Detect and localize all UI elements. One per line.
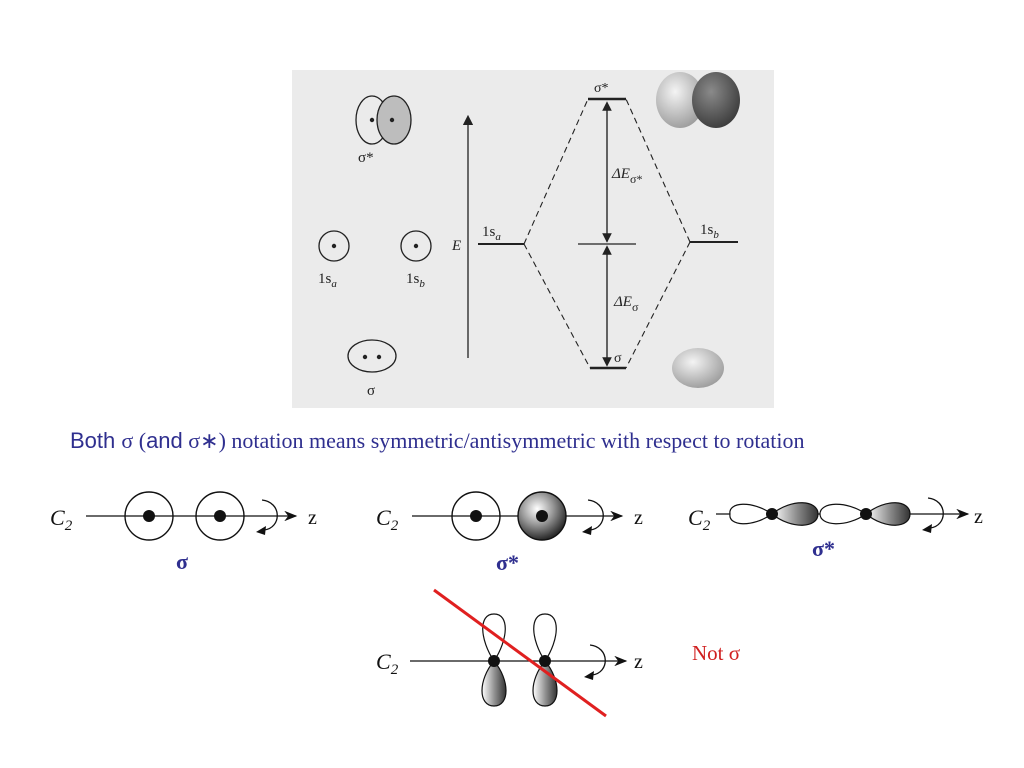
caption-and: and <box>146 428 183 453</box>
example3-lobe-4 <box>865 502 911 526</box>
sigma-star-orbital-picture <box>355 95 412 145</box>
svg-text:1sa: 1sa <box>318 271 337 290</box>
caption: Both σ (and σ∗) notation means symmetric… <box>70 428 1020 454</box>
example4-lobe-a-bottom <box>481 660 507 707</box>
example2-direction: z <box>634 507 643 529</box>
1sb-orbital-label: 1s <box>406 271 420 287</box>
example4-axis-label: C <box>376 649 391 674</box>
level-sigma-label: σ <box>614 351 622 366</box>
caption-part3: σ∗) notation means symmetric/antisymmetr… <box>182 428 805 453</box>
example1-direction: z <box>308 507 317 529</box>
svg-text:1sb: 1sb <box>700 222 719 241</box>
level-sigma-star-label: σ* <box>594 81 609 96</box>
example2-axis-subscript: 2 <box>391 518 399 534</box>
example2-orbital-a <box>451 491 501 541</box>
correlation-lines <box>523 98 691 369</box>
example4-lobe-a-top <box>482 613 506 663</box>
mo-diagram: E σ* 1sa 1sb σ <box>318 72 740 399</box>
example4-direction: z <box>634 651 643 673</box>
example1-label: σ <box>176 549 188 574</box>
example-not-sigma: C2 z Not σ <box>376 588 740 718</box>
level-1sa-subscript: a <box>495 231 501 243</box>
example1-axis-label: C <box>50 505 65 530</box>
caption-part1: Both <box>70 428 122 453</box>
example3-lobe-3 <box>819 503 868 525</box>
1sa-orbital-picture <box>318 230 350 262</box>
example4-label: Not σ <box>692 641 740 665</box>
example3-lobe-2 <box>771 502 819 526</box>
1sb-orbital-subscript: b <box>419 278 425 290</box>
1sa-orbital-label: 1s <box>318 271 332 287</box>
svg-text:C2: C2 <box>376 649 399 678</box>
svg-text:ΔEσ*: ΔEσ* <box>611 166 642 186</box>
sigma-3d-orbital <box>672 348 724 388</box>
example1-rotation-arrow <box>261 499 278 531</box>
example4-lobe-b-top <box>533 613 557 663</box>
example1-orbital-b <box>195 491 245 541</box>
example3-lobe-1 <box>729 503 774 525</box>
example3-rotation-arrow <box>927 497 944 529</box>
delta-sigma-label: ΔE <box>613 294 632 310</box>
delta-sigma-star-label: ΔE <box>611 166 630 182</box>
level-1sb-subscript: b <box>713 229 719 241</box>
strike-through-line <box>433 588 607 718</box>
delta-sigma-subscript: σ <box>632 300 639 314</box>
sigma-orbital-picture <box>347 339 397 373</box>
energy-axis-label: E <box>451 238 461 254</box>
example1-axis-subscript: 2 <box>65 518 73 534</box>
example3-axis-label: C <box>688 505 703 530</box>
svg-text:1sa: 1sa <box>482 224 501 243</box>
level-1sa-label: 1s <box>482 224 496 240</box>
example4-rotation-arrow <box>589 644 606 676</box>
example2-axis-label: C <box>376 505 391 530</box>
svg-text:1sb: 1sb <box>406 271 425 290</box>
example3-label: σ* <box>812 536 835 561</box>
delta-sigma-star-subscript: σ* <box>630 172 642 186</box>
mo-diagram-panel: E σ* 1sa 1sb σ <box>292 70 774 408</box>
1sb-orbital-picture <box>400 230 432 262</box>
caption-part2: ( <box>133 428 147 453</box>
svg-text:C2: C2 <box>688 505 711 534</box>
example4-axis-subscript: 2 <box>391 662 399 678</box>
caption-sigma: σ <box>121 428 134 453</box>
example2-label: σ* <box>496 550 519 575</box>
svg-text:C2: C2 <box>376 505 399 534</box>
sigma-star-3d-orbital <box>656 72 740 128</box>
1sa-orbital-subscript: a <box>331 278 337 290</box>
level-1sb-label: 1s <box>700 222 714 238</box>
example1-orbital-a <box>124 491 174 541</box>
sigma-star-orbital-label: σ* <box>358 150 374 166</box>
svg-text:ΔEσ: ΔEσ <box>613 294 639 314</box>
svg-text:C2: C2 <box>50 505 73 534</box>
example3-direction: z <box>974 506 983 528</box>
example-sigma-star-s: C2 z σ* <box>376 491 643 575</box>
example3-axis-subscript: 2 <box>703 518 711 534</box>
sigma-orbital-label: σ <box>367 383 375 399</box>
example4-lobe-b-bottom <box>532 660 558 707</box>
example-sigma-star-p: C2 z σ* <box>688 497 983 561</box>
example-sigma: C2 z σ <box>50 491 317 574</box>
example2-rotation-arrow <box>587 499 604 531</box>
